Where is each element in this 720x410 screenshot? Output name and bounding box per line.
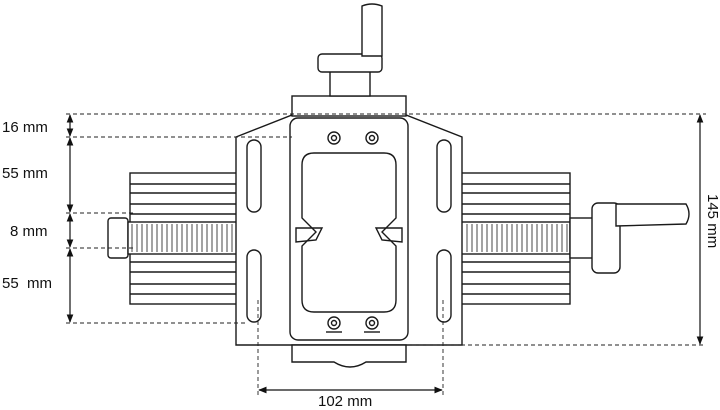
label-55mm-upper: 55 mm	[2, 165, 48, 182]
label-145mm: 145 mm	[704, 194, 720, 248]
crank-knob-right	[569, 202, 690, 274]
carriage	[235, 95, 463, 368]
lock-knob-top	[317, 3, 383, 97]
label-8mm: 8 mm	[10, 223, 48, 240]
label-16mm: 16 mm	[2, 119, 48, 136]
label-102mm: 102 mm	[318, 393, 372, 410]
label-55mm-lower: 55 mm	[2, 275, 52, 292]
